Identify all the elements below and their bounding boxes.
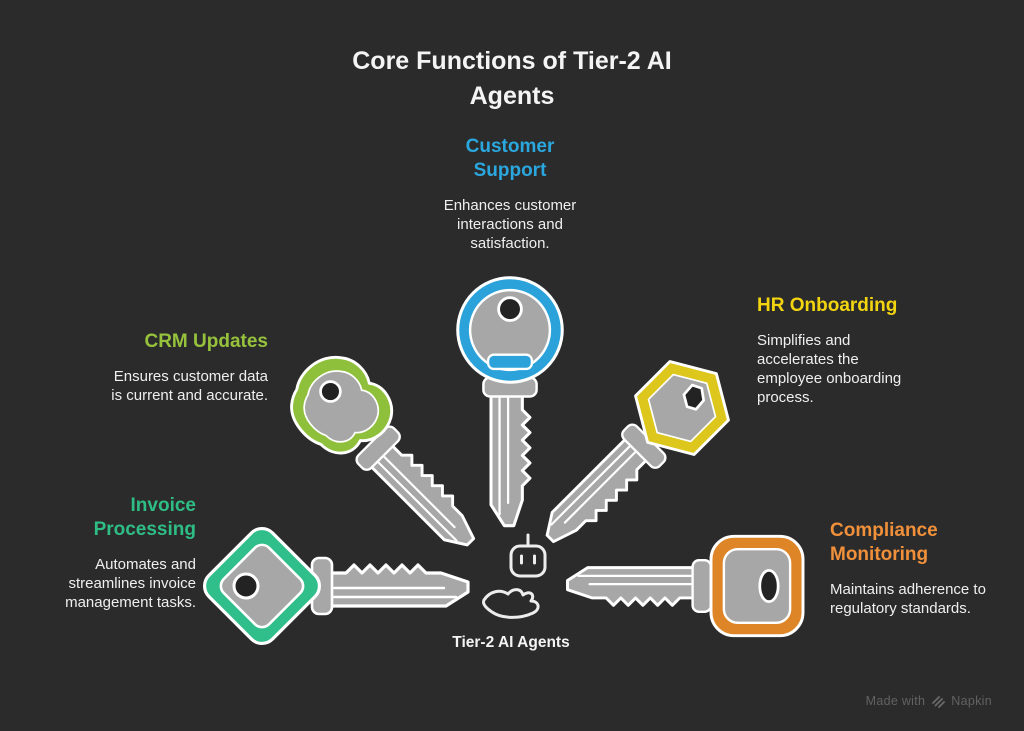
hr-onboarding-description: Simplifies and accelerates the employee … — [757, 331, 902, 406]
function-customer-support: Customer Support Enhances customer inter… — [390, 135, 630, 253]
compliance-monitoring-key-icon — [566, 534, 805, 638]
robot-in-hand-icon — [482, 533, 547, 619]
function-hr-onboarding: HR Onboarding Simplifies and accelerates… — [757, 294, 957, 407]
customer-support-title: Customer Support — [465, 136, 555, 181]
customer-support-key-icon — [456, 276, 564, 528]
invoice-processing-description: Automates and streamlines invoice manage… — [65, 555, 196, 611]
crm-updates-key-icon — [290, 355, 491, 561]
watermark-prefix: Made with — [865, 694, 926, 708]
function-crm-updates: CRM Updates Ensures customer data is cur… — [28, 330, 268, 405]
function-compliance-monitoring: Compliance Monitoring Maintains adherenc… — [830, 519, 1020, 618]
napkin-watermark[interactable]: Made with Napkin — [866, 694, 992, 708]
compliance-monitoring-description: Maintains adherence to regulatory standa… — [830, 580, 986, 617]
hr-onboarding-title: HR Onboarding — [757, 295, 898, 316]
invoice-processing-key-icon — [202, 526, 470, 646]
napkin-logo-icon — [932, 696, 946, 708]
page-title: Core Functions of Tier-2 AI Agents — [352, 47, 672, 110]
crm-updates-title: CRM Updates — [144, 331, 268, 352]
crm-updates-description: Ensures customer data is current and acc… — [111, 367, 268, 404]
invoice-processing-title: Invoice Processing — [93, 495, 196, 540]
watermark-brand: Napkin — [951, 694, 992, 708]
center-label: Tier-2 AI Agents — [452, 634, 570, 651]
hr-onboarding-key-icon — [531, 360, 730, 559]
function-invoice-processing: Invoice Processing Automates and streaml… — [26, 494, 196, 612]
customer-support-description: Enhances customer interactions and satis… — [443, 196, 577, 252]
compliance-monitoring-title: Compliance Monitoring — [830, 520, 938, 565]
